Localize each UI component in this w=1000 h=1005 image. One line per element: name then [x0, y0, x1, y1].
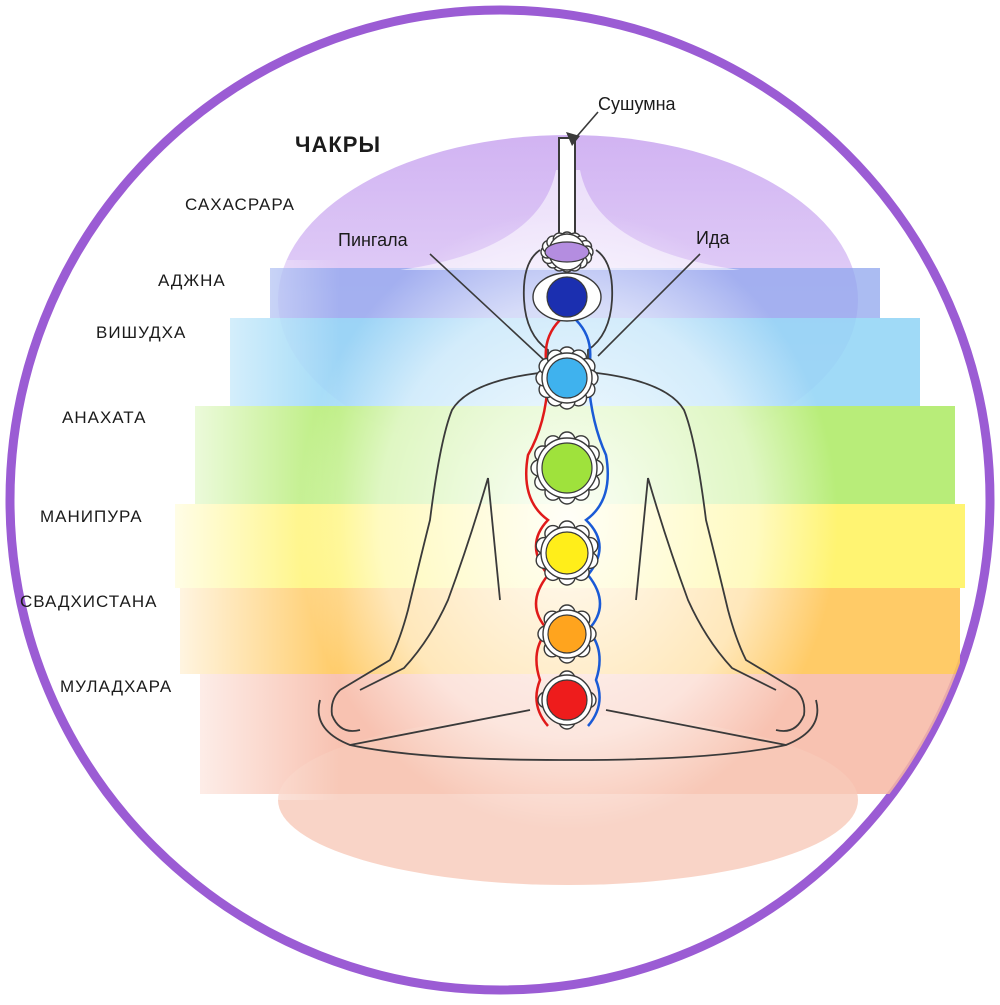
- chakra-core: [545, 531, 589, 575]
- chakra-label-ajna: АДЖНА: [158, 271, 226, 290]
- chakra-marker-anahata: [530, 431, 604, 505]
- ida-label: Ида: [696, 228, 730, 248]
- chakra-markers: [530, 231, 604, 730]
- chakra-label-manipura: МАНИПУРА: [40, 507, 143, 526]
- chakra-marker-svadhisthana: [537, 604, 597, 664]
- chakra-marker-manipura: [535, 520, 599, 586]
- ida-pointer: [597, 253, 701, 357]
- pingala-pointer: [429, 253, 545, 361]
- chakra-label-svadhisthana: СВАДХИСТАНА: [20, 592, 158, 611]
- sushumna-arrowhead: [566, 132, 580, 146]
- chakra-marker-vishuddha: [535, 346, 599, 410]
- sushumna-label: Сушумна: [598, 94, 677, 114]
- chakra-marker-ajna: [532, 272, 602, 322]
- chakra-label-muladhara: МУЛАДХАРА: [60, 677, 172, 696]
- pingala-label: Пингала: [338, 230, 409, 250]
- chakra-label-anahata: АНАХАТА: [62, 408, 146, 427]
- chakra-core: [541, 442, 593, 494]
- chakra-label-vishuddha: ВИШУДХА: [96, 323, 186, 342]
- chakra-core: [546, 679, 588, 721]
- diagram-title: ЧАКРЫ: [295, 132, 381, 157]
- chakra-marker-sahasrara: [540, 231, 594, 273]
- chakra-core: [546, 276, 588, 318]
- chakra-marker-muladhara: [537, 670, 597, 730]
- chakra-core: [544, 241, 590, 263]
- chakra-label-sahasrara: САХАСРАРА: [185, 195, 295, 214]
- body-outline: [317, 249, 819, 761]
- chakra-core: [546, 357, 588, 399]
- chakra-core: [547, 614, 587, 654]
